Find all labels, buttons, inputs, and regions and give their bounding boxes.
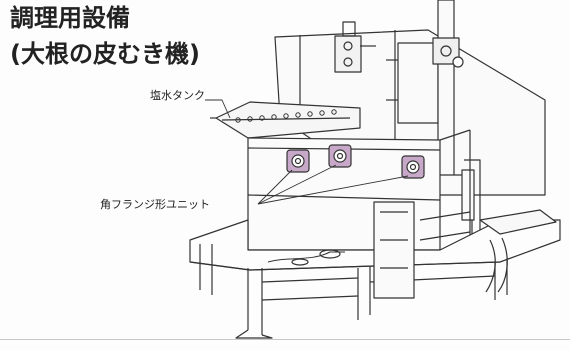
leader-lines — [205, 99, 409, 205]
flange-unit-1 — [286, 149, 310, 173]
flange-unit-2 — [328, 144, 352, 168]
flange-unit-3 — [401, 155, 425, 179]
main-body — [247, 129, 471, 251]
brine-tank — [210, 101, 361, 139]
page-title: 調理用設備 — [10, 4, 130, 32]
divider — [0, 339, 570, 340]
page-subtitle: (大根の皮むき機) — [10, 40, 200, 68]
flange-unit-label: 角フランジ形ユニット — [100, 198, 210, 211]
brine-tank-label: 塩水タンク — [150, 89, 205, 102]
motor-assembly — [334, 21, 376, 73]
discharge-chute — [373, 201, 557, 299]
lower-frame — [189, 219, 561, 339]
